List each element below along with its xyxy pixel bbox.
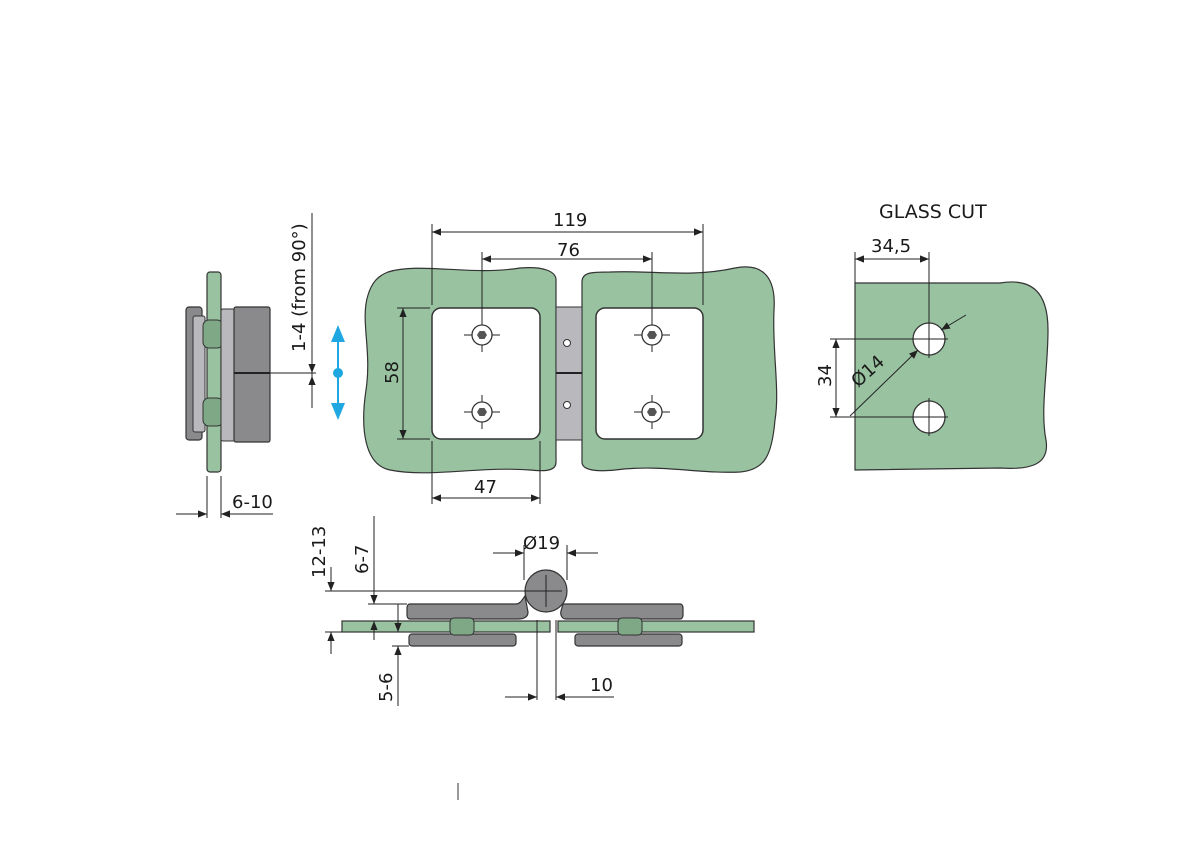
side-view: 6-10 1-4 (from 90°) [176,213,345,518]
side-bolt-top [202,319,224,349]
dim-6-7: 6-7 [352,545,373,574]
adjustment-arrow-icon [331,325,345,420]
dim-47: 47 [474,477,497,498]
side-body-right [233,306,271,443]
dim-34: 34 [815,364,836,387]
section-clamp-right [574,633,683,647]
section-bolt-left [449,617,475,636]
section-view: Ø19 10 12-13 6-7 5-6 [309,516,755,706]
dim-12-13: 12-13 [309,526,330,578]
section-plate-right [560,603,684,620]
screw-icon [464,395,500,429]
glass-cut-title: GLASS CUT [879,201,987,223]
dim-6-10: 6-10 [232,492,273,513]
side-clamp-inner [192,315,206,433]
glass-cut-view: GLASS CUT 34,5 34 Ø14 [815,201,1049,471]
dim-5-6: 5-6 [376,673,397,702]
side-glass-panel [206,271,222,473]
section-glass-right [557,620,755,633]
front-view: 119 76 58 47 [363,210,778,504]
section-glass-left [341,620,551,633]
front-plate-right [595,307,704,440]
section-plate-left [406,594,529,620]
glass-cut-panel [854,281,1049,471]
dim-1-4-from-90: 1-4 (from 90°) [289,223,310,352]
front-plate-left [431,307,541,440]
side-bolt-bottom [202,397,224,427]
section-clamp-left [408,633,517,647]
dim-58: 58 [382,361,403,384]
section-bolt-right [617,617,643,636]
dim-diameter-19: Ø19 [523,533,560,554]
dim-119: 119 [553,210,587,231]
screw-icon [634,318,670,352]
dim-10: 10 [590,675,613,696]
dim-76: 76 [557,240,580,261]
side-body-left [220,308,236,442]
dim-34-5: 34,5 [871,236,911,257]
screw-icon [634,395,670,429]
screw-icon [464,318,500,352]
